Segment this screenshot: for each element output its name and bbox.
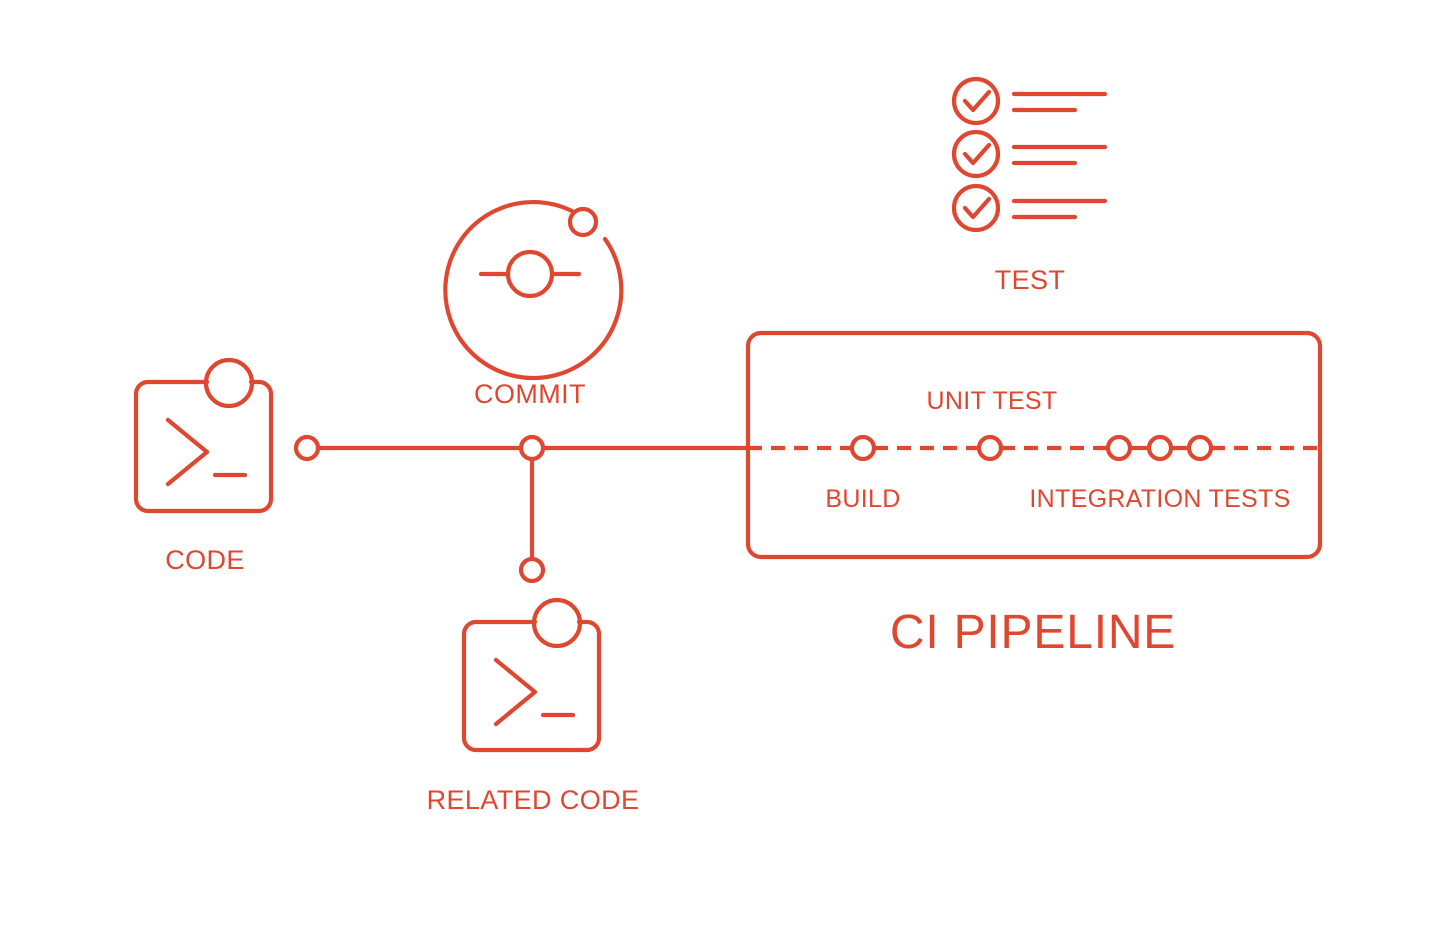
code-badge-circle	[203, 357, 255, 409]
check-circle-2	[951, 129, 1001, 179]
check-mark-1	[962, 89, 992, 113]
timeline-dot-start	[293, 434, 321, 462]
commit-branch-dot	[567, 206, 599, 238]
label-related-code: RELATED CODE	[427, 785, 640, 815]
related-code-badge-circle	[531, 597, 583, 649]
label-commit: COMMIT	[474, 379, 586, 409]
label-build: BUILD	[825, 485, 900, 513]
label-code: CODE	[165, 545, 245, 575]
related-prompt-chevron	[493, 657, 538, 727]
check-mark-3	[962, 196, 992, 220]
pipeline-dot-integration-2	[1146, 434, 1174, 462]
pipeline-dot-integration-3	[1186, 434, 1214, 462]
diagram-title: CI PIPELINE	[890, 606, 1176, 659]
label-test: TEST	[995, 265, 1066, 295]
label-integration-tests: INTEGRATION TESTS	[1029, 485, 1290, 513]
commit-node-icon	[443, 199, 624, 381]
timeline-dot-commit	[518, 434, 546, 462]
pipeline-track	[748, 434, 1320, 462]
pipeline-dot-integration-1	[1105, 434, 1133, 462]
pipeline-dot-build	[849, 434, 877, 462]
check-mark-2	[962, 142, 992, 166]
commit-timeline	[293, 434, 751, 584]
label-unit-test: UNIT TEST	[927, 387, 1058, 415]
prompt-chevron	[165, 417, 210, 487]
check-circle-1	[951, 76, 1001, 126]
timeline-dot-related	[518, 556, 546, 584]
check-circle-3	[951, 183, 1001, 233]
commit-orbit-arc	[443, 199, 624, 381]
terminal-code-icon-code	[133, 357, 274, 514]
ci-pipeline-box	[745, 330, 1323, 560]
pipeline-dot-unit-test	[976, 434, 1004, 462]
terminal-code-icon-related	[461, 597, 602, 753]
commit-inner-circle	[505, 249, 555, 299]
checklist-icon	[951, 76, 1108, 233]
